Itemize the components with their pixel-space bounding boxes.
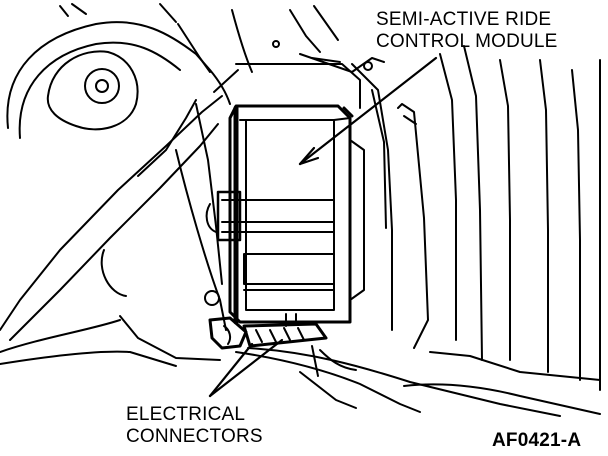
connectors-label-line2: CONNECTORS (126, 426, 263, 447)
frame-pillars (0, 95, 227, 367)
connectors-label-line1: ELECTRICAL (126, 404, 246, 425)
module-label-line2: CONTROL MODULE (376, 31, 558, 52)
body-panel-right (349, 45, 601, 391)
mounting-arm (213, 5, 385, 109)
floor-pan (235, 345, 601, 417)
connector-leader-2 (208, 338, 284, 398)
module-leader (298, 56, 438, 166)
control-module (204, 104, 354, 325)
electrical-connectors (208, 313, 328, 350)
leader-lines (208, 56, 438, 398)
body-panel-left (6, 3, 280, 139)
module-leader-arrowhead (298, 146, 320, 166)
figure-id: AF0421-A (492, 430, 582, 451)
connector-leader-1 (208, 342, 254, 398)
module-label-line1: SEMI-ACTIVE RIDE (376, 9, 552, 30)
